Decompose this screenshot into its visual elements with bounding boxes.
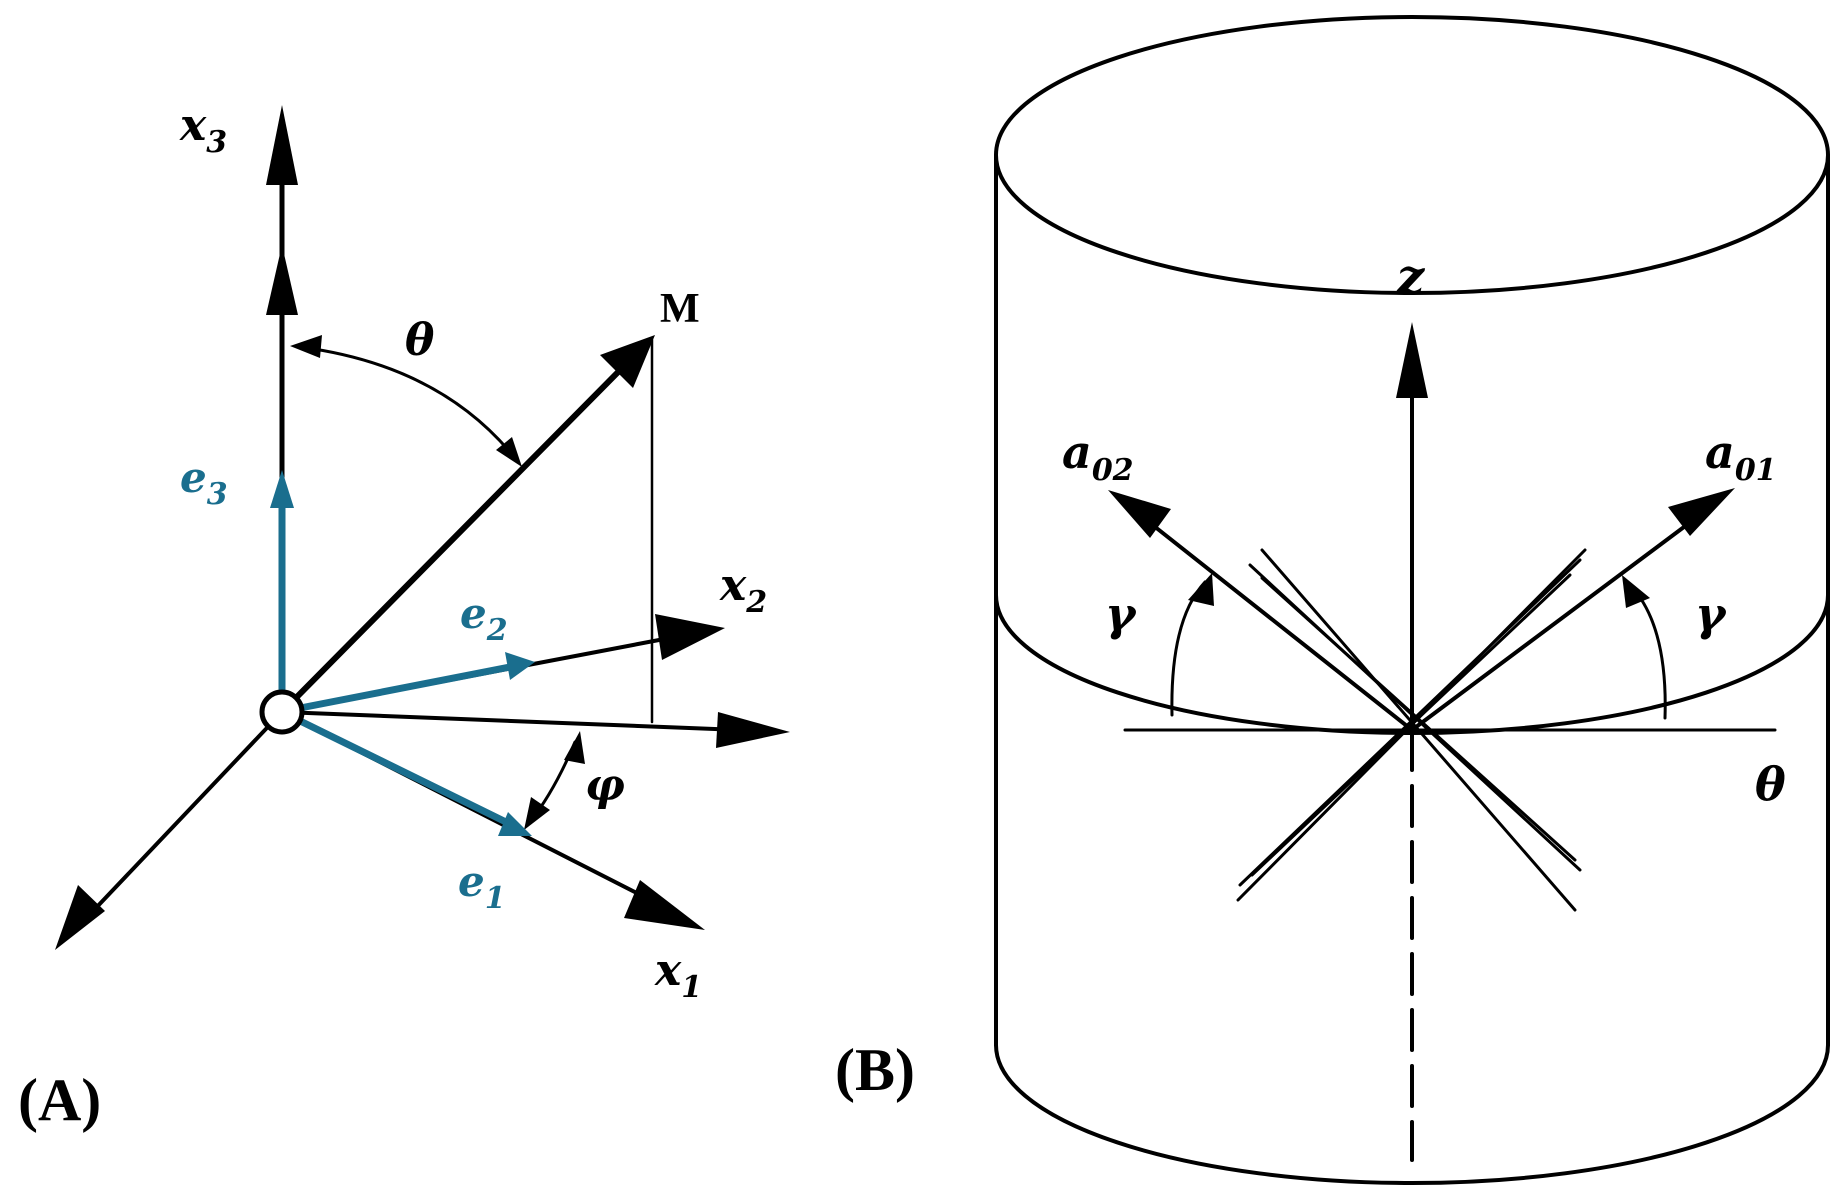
a01-vector-label: a01 <box>1705 425 1777 488</box>
x1-axis-arrowhead <box>624 880 705 930</box>
panel-b-diagram: z a02 a01 γ γ θ (B) <box>835 15 1830 1185</box>
panel-b-label: (B) <box>835 1037 915 1103</box>
x3-axis-label: x3 <box>179 100 227 160</box>
vector-om <box>279 357 633 715</box>
e3-vector-label: e3 <box>180 453 228 512</box>
basis-vector-e3-arrowhead <box>270 470 294 508</box>
x2-axis-label: x2 <box>719 560 767 620</box>
a02-vector-label: a02 <box>1062 425 1134 488</box>
origin-point <box>259 689 305 735</box>
horizontal-axis-arrowhead <box>716 712 790 748</box>
theta-direction-label: θ <box>1755 757 1786 811</box>
theta-angle-label: θ <box>405 315 435 366</box>
point-m-label: M <box>660 286 700 332</box>
basis-vector-e1 <box>288 712 512 828</box>
a02-vector-arrowhead <box>1108 490 1171 538</box>
a01-vector <box>1410 513 1702 732</box>
panel-a-diagram: x3 M θ x2 φ x1 e3 e2 e1 (A) <box>18 100 790 1133</box>
basis-vector-e2 <box>289 663 511 714</box>
x2-axis-arrowhead <box>655 614 725 660</box>
horizontal-axis <box>280 710 742 732</box>
cylinder-bottom-curve <box>994 1043 1830 1185</box>
gamma-left-label: γ <box>1105 587 1138 641</box>
gamma-arc-left-arrowhead <box>1188 573 1214 606</box>
gamma-right-label: γ <box>1695 587 1728 641</box>
a01-vector-arrowhead <box>1668 488 1735 536</box>
theta-arc-arrowhead-end <box>496 437 522 467</box>
phi-angle-label: φ <box>585 760 625 811</box>
theta-arc-arrowhead-start <box>290 335 322 358</box>
gamma-arc-right-arrowhead <box>1622 575 1650 608</box>
x3-axis-arrowhead-secondary <box>266 245 298 315</box>
z-axis-label: z <box>1396 249 1426 305</box>
basis-vector-e1-arrowhead <box>498 812 532 836</box>
x3-axis-arrowhead <box>266 105 298 185</box>
a02-vector <box>1138 513 1414 732</box>
phi-arc-arrowhead-bottom <box>524 797 550 830</box>
z-axis-arrowhead <box>1396 322 1428 398</box>
theta-arc <box>298 345 517 460</box>
phi-arc-arrowhead-top <box>564 731 585 764</box>
basis-vector-e2-arrowhead <box>505 652 535 680</box>
x1-axis-label: x1 <box>654 945 702 1005</box>
panel-a-label: (A) <box>18 1067 101 1133</box>
fiber-bundle-left <box>1248 548 1582 912</box>
gamma-arc-right <box>1628 583 1667 720</box>
negative-x-axis-arrowhead <box>55 885 105 950</box>
negative-x-axis <box>73 710 284 932</box>
e1-vector-label: e1 <box>458 857 506 916</box>
vector-om-arrowhead <box>600 335 655 388</box>
e2-vector-label: e2 <box>460 589 508 648</box>
